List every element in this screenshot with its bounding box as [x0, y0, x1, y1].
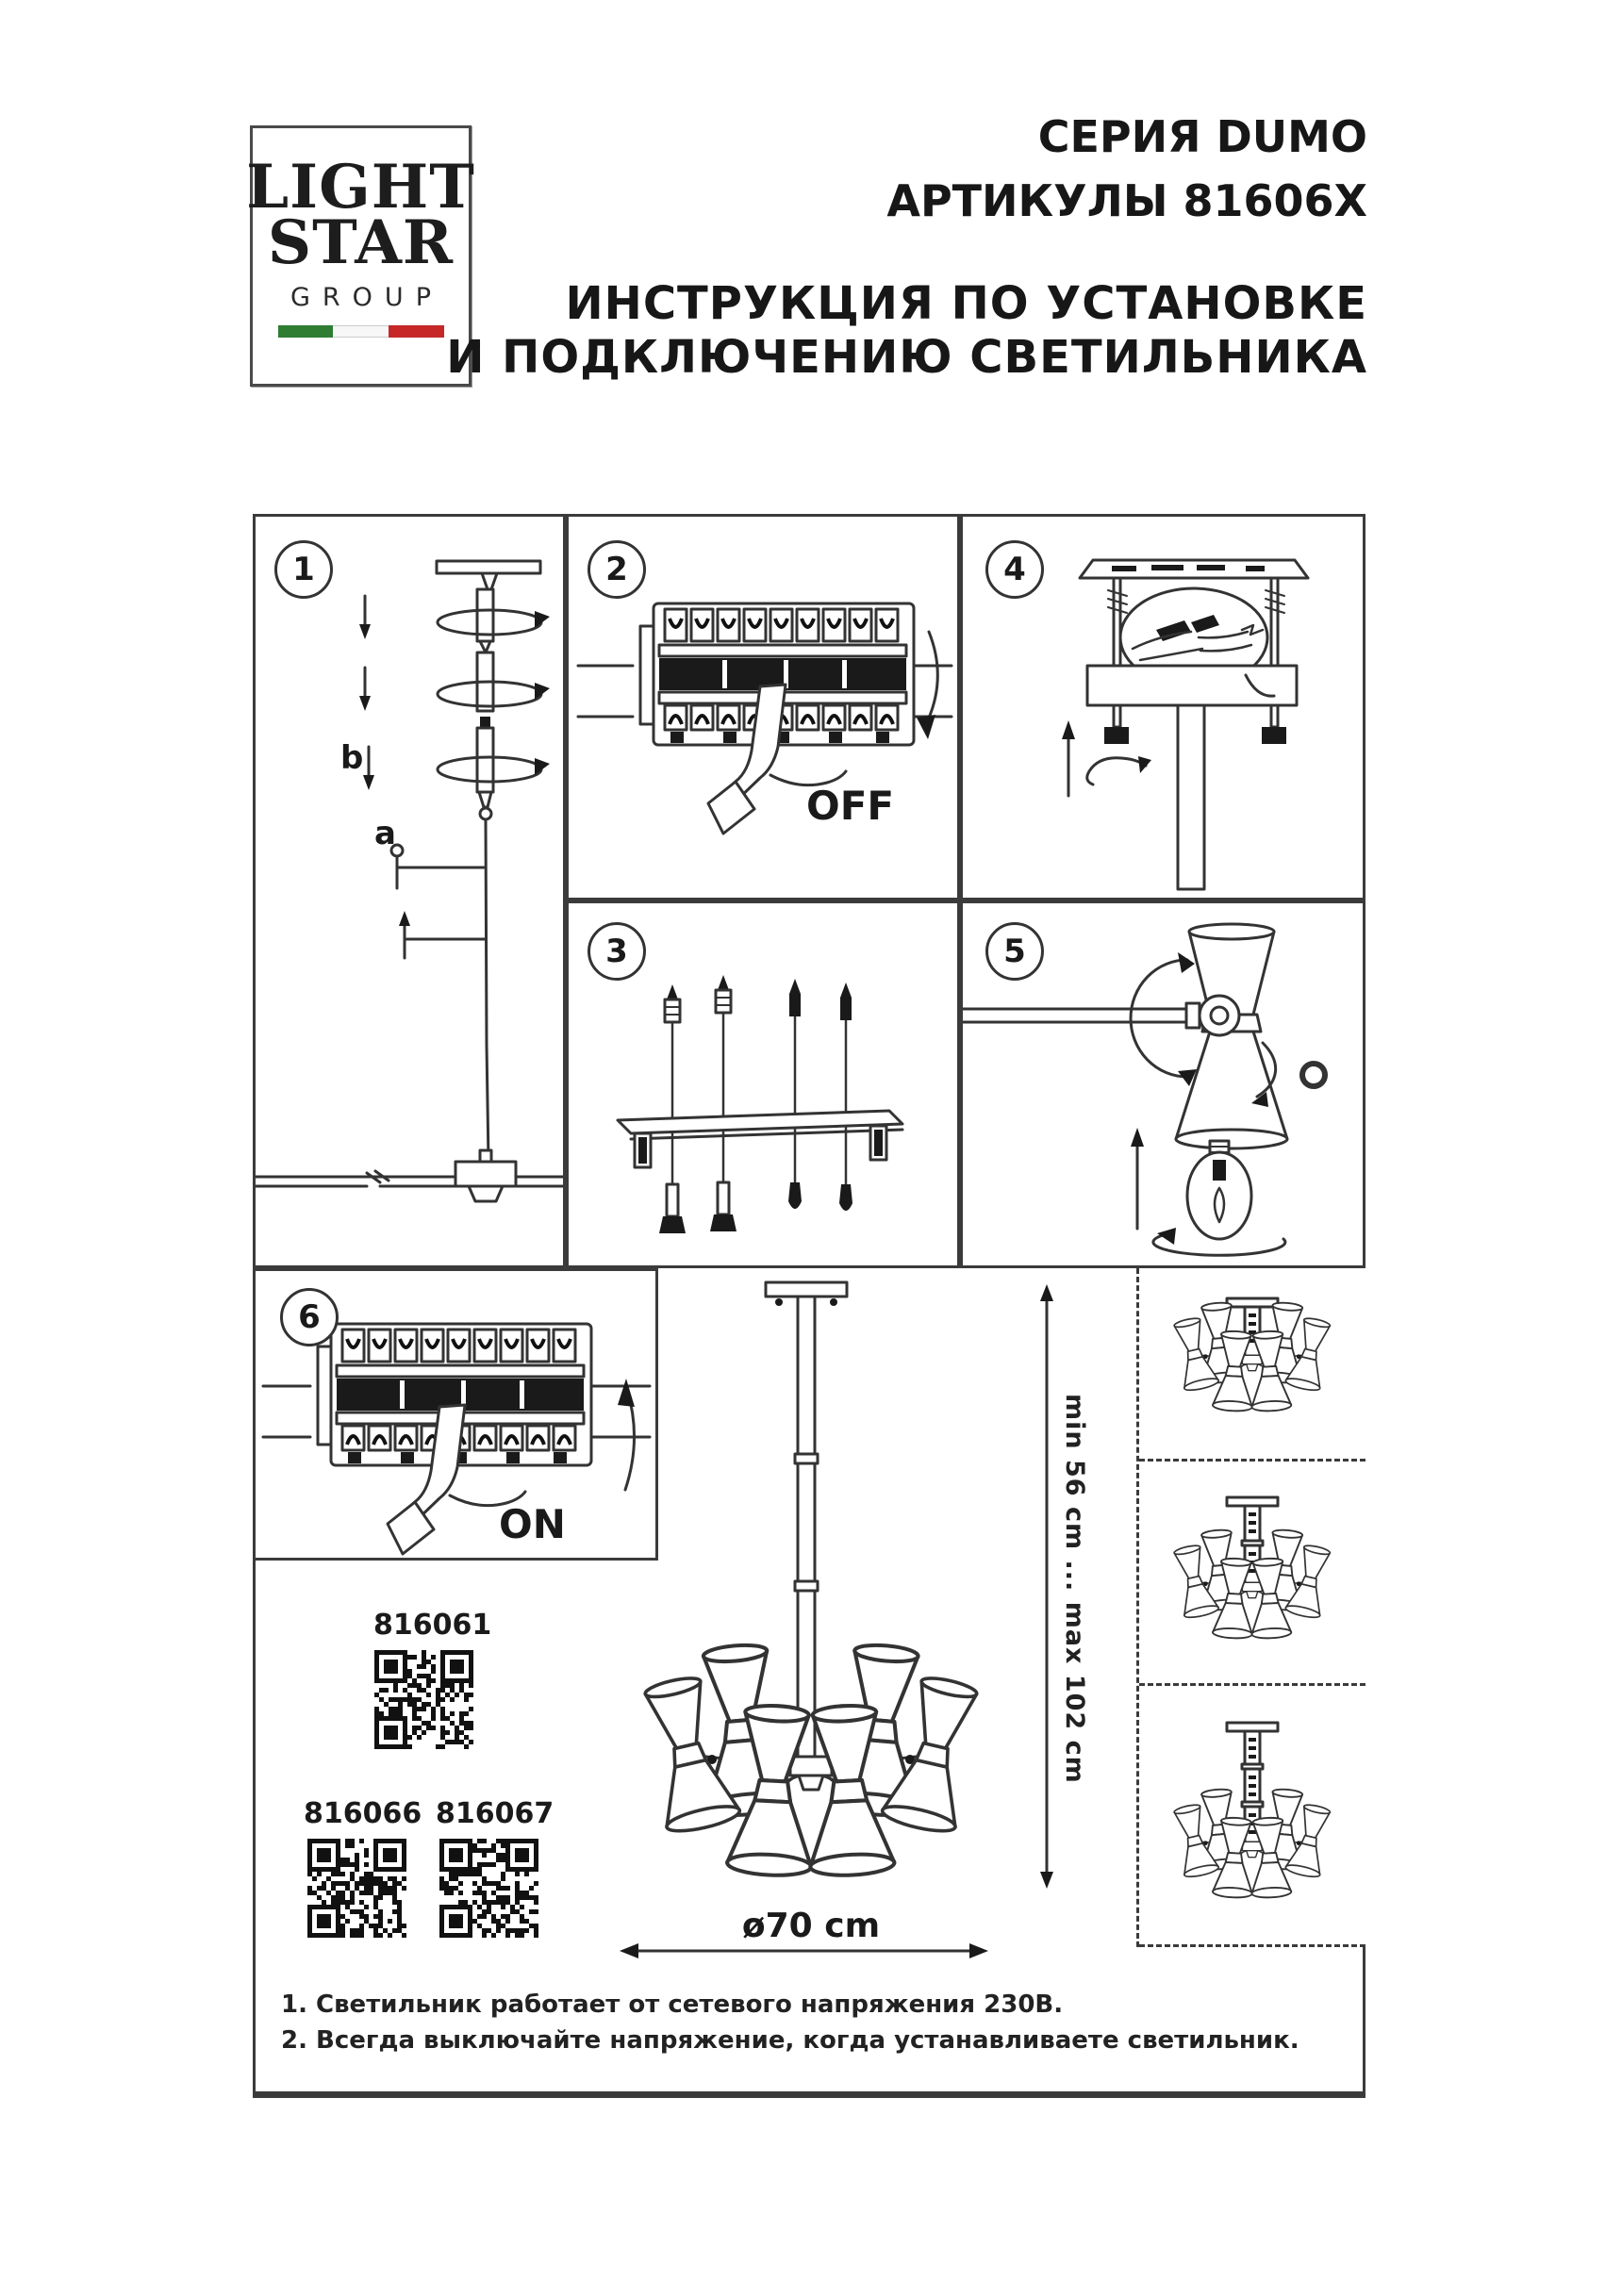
height-dimension-arrow: [1040, 1284, 1053, 1889]
instruction-title: ИНСТРУКЦИЯ ПО УСТАНОВКЕ И ПОДКЛЮЧЕНИЮ СВ…: [446, 277, 1367, 384]
shade-assembly-drawing: [963, 922, 1328, 1257]
canopy-mounting-drawing: [1062, 558, 1310, 891]
diameter-dimension-arrow: [620, 1943, 988, 1958]
variant-short-cell: [1139, 1268, 1365, 1462]
breaker-on-drawing: [261, 1271, 652, 1556]
step-2-off-label: OFF: [806, 783, 895, 829]
step-2-number: 2: [588, 540, 646, 599]
breaker-off-drawing: [576, 517, 953, 835]
step-1-label-a: a: [374, 815, 396, 852]
variant-long-drawing: [1146, 1721, 1359, 1913]
step-4-panel: 4: [960, 514, 1365, 900]
mounting-bar-drawing: [616, 975, 904, 1233]
step-5-number: 5: [985, 922, 1044, 981]
diameter-dimension-label: ø70 cm: [741, 1907, 881, 1945]
qr-code-816066: [307, 1839, 406, 1938]
note-line-2: 2. Всегда выключайте напряжение, когда у…: [281, 2025, 1299, 2055]
product-code-816066: 816066: [304, 1797, 422, 1830]
step-1-label-b: b: [340, 739, 364, 777]
step-1-number: 1: [274, 540, 333, 599]
step-3-number: 3: [588, 922, 646, 981]
instruction-line-2: И ПОДКЛЮЧЕНИЮ СВЕТИЛЬНИКА: [446, 330, 1367, 384]
variant-medium-cell: [1139, 1462, 1365, 1686]
qr-code-816067: [439, 1839, 538, 1938]
logo-group: GROUP: [290, 282, 443, 312]
height-dimension-label: min 56 cm ... max 102 cm: [1060, 1394, 1089, 1784]
variant-long-cell: [1139, 1686, 1365, 1947]
product-code-816061: 816061: [373, 1609, 492, 1642]
italian-flag-icon: [277, 324, 444, 338]
step-6-on-label: ON: [499, 1501, 566, 1547]
instruction-line-1: ИНСТРУКЦИЯ ПО УСТАНОВКЕ: [565, 277, 1367, 330]
step-3-panel: 3: [566, 900, 960, 1268]
qr-code-816061: [374, 1650, 473, 1749]
series-title: СЕРИЯ DUMO: [1037, 111, 1367, 162]
step-4-number: 4: [985, 540, 1044, 599]
logo-light: LIGHT: [246, 152, 475, 223]
lightstar-logo: LIGHT STAR GROUP: [246, 125, 474, 387]
step-2-panel: 2 OFF: [566, 514, 960, 900]
product-code-816067: 816067: [436, 1797, 554, 1830]
safety-notes: 1. Светильник работает от сетевого напря…: [281, 1988, 1299, 2058]
main-chandelier-drawing: [594, 1280, 1028, 1900]
variant-medium-drawing: [1146, 1495, 1359, 1654]
logo-star: STAR: [267, 206, 455, 278]
articles-title: АРТИКУЛЫ 81606X: [886, 175, 1367, 226]
note-line-1: 1. Светильник работает от сетевого напря…: [281, 1990, 1064, 2019]
step-1-panel: 1 b a: [253, 514, 566, 1268]
document-title: СЕРИЯ DUMO АРТИКУЛЫ 81606X ИНСТРУКЦИЯ ПО…: [446, 115, 1367, 384]
step-5-panel: 5: [960, 900, 1365, 1268]
step-6-number: 6: [280, 1288, 339, 1346]
height-variants-column: [1136, 1268, 1365, 1947]
variant-short-drawing: [1146, 1297, 1359, 1434]
rod-assembly-drawing: [256, 559, 563, 1203]
step-6-panel: 6 ON: [253, 1268, 658, 1561]
